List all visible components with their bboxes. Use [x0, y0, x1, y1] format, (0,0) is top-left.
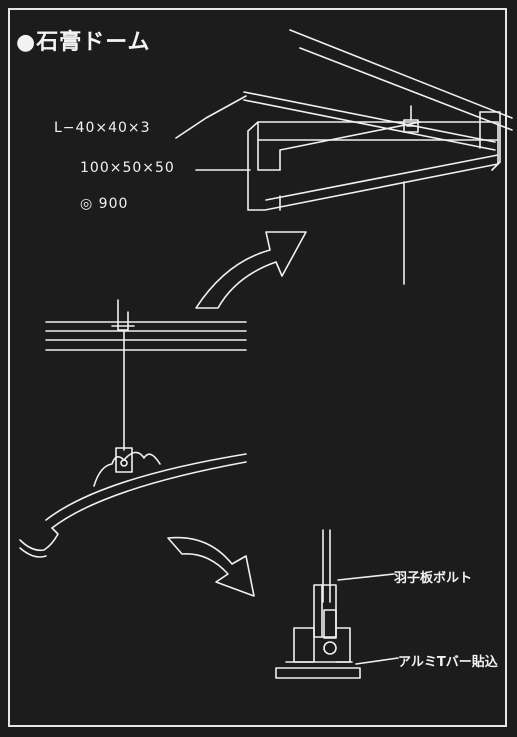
- arrow-up-icon: [196, 232, 306, 308]
- angle-steel-leader: [176, 96, 246, 138]
- arrow-down-icon: [168, 538, 254, 596]
- alum-tbar-leader: [356, 658, 398, 664]
- hanger-assembly: [46, 300, 246, 472]
- angle-steel: [480, 112, 500, 170]
- channel-steel: [248, 122, 498, 210]
- figure-title: ●石膏ドーム: [16, 30, 151, 55]
- alum-tbar-label: アルミTバー貼込: [398, 655, 498, 670]
- gypsum-dome: [20, 452, 246, 557]
- figure-frame: [8, 8, 507, 727]
- ceiling-beams: [244, 30, 512, 150]
- top-bolt: [404, 106, 418, 132]
- pitch-label: ◎ 900: [80, 196, 129, 212]
- angle-steel-label: L−40×40×3: [54, 120, 151, 136]
- tbar-detail: [276, 530, 360, 678]
- wing-bolt-label: 羽子板ボルト: [394, 571, 473, 586]
- channel-size-label: 100×50×50: [80, 160, 175, 176]
- wing-bolt-leader: [338, 574, 394, 580]
